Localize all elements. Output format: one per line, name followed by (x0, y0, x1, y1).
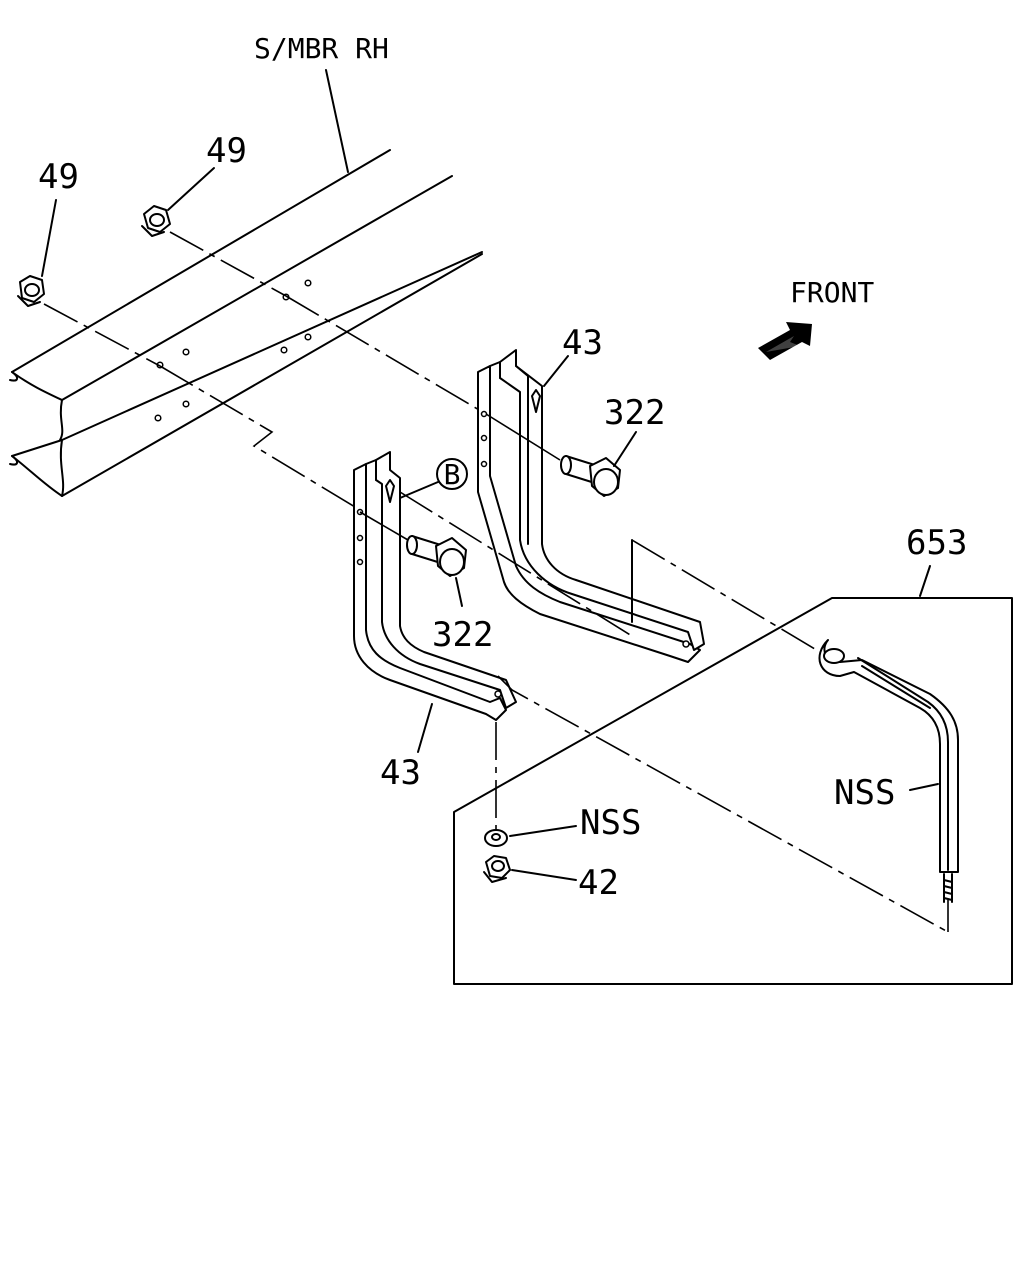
bolt-322-lower-label: 322 (432, 615, 493, 655)
strap-nss-label: NSS (834, 773, 895, 813)
nut-49-a-label: 49 (38, 157, 79, 197)
flange-nut-42 (483, 855, 511, 883)
side-member-leader (325, 69, 349, 173)
flange-bolt-322-lower (406, 535, 467, 577)
nut-49-a-leader (41, 199, 57, 277)
hanger-bracket-43-lower (353, 451, 517, 721)
washer-nss-label: NSS (580, 803, 641, 843)
bracket-43-upper-label: 43 (562, 323, 603, 363)
flange-nut-49-b (141, 205, 171, 237)
washer-nss-leader (509, 825, 577, 837)
strap-nss-leader (909, 783, 939, 791)
install-line (631, 539, 821, 653)
side-member-rail (9, 149, 483, 497)
install-line (285, 295, 487, 415)
bracket-43-upper-leader (543, 355, 569, 387)
nut-49-b-label: 49 (206, 131, 247, 171)
assembly-653-label: 653 (906, 523, 967, 563)
assembly-653-leader (919, 565, 931, 597)
install-line (159, 365, 361, 511)
nut-42-label: 42 (578, 863, 619, 903)
callout-b-label: B (444, 458, 461, 491)
nut-49-b-leader (167, 167, 215, 211)
bolt-322-lower-leader (455, 577, 463, 607)
bracket-43-lower-leader (417, 703, 433, 753)
flange-bolt-322-upper (560, 455, 621, 497)
bolt-322-upper-axis (485, 413, 561, 461)
install-line (169, 231, 287, 297)
nut-42-leader (511, 869, 577, 881)
arrow-icon (758, 322, 812, 360)
tank-strap (818, 639, 959, 903)
front-label: FRONT (790, 276, 874, 309)
bolt-322-lower-axis (359, 511, 409, 541)
bolt-322-upper-label: 322 (604, 393, 665, 433)
callout-b: B (436, 458, 468, 491)
install-line (497, 675, 949, 933)
side-member-label: S/MBR RH (254, 32, 389, 65)
washer-nss (484, 829, 508, 847)
flange-nut-49-a (17, 275, 45, 307)
hanger-bracket-43-upper (477, 349, 705, 663)
install-line (43, 303, 161, 367)
bolt-322-upper-leader (613, 431, 637, 467)
bracket-43-lower-label: 43 (380, 753, 421, 793)
install-line (399, 491, 633, 637)
assembly-653-outline (453, 597, 1013, 985)
